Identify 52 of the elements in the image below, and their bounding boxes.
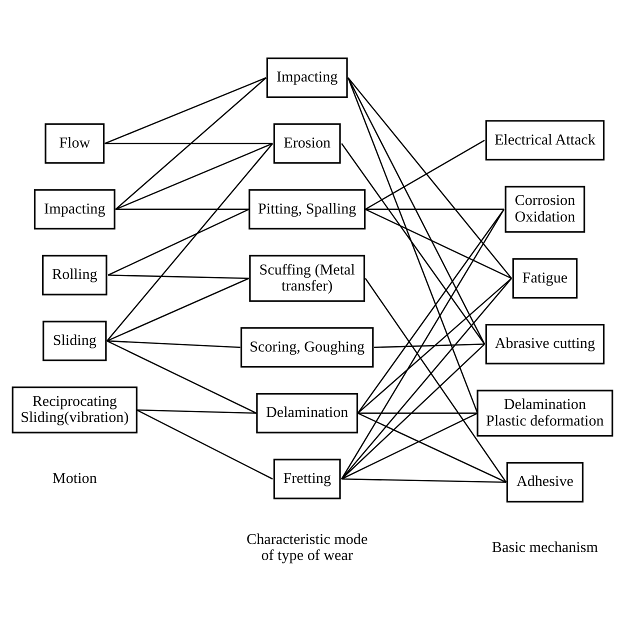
node-box: Electrical Attack bbox=[485, 120, 605, 160]
connector bbox=[374, 343, 485, 348]
connector bbox=[106, 340, 257, 414]
connector bbox=[341, 142, 486, 344]
node-box: Abrasive cutting bbox=[485, 323, 605, 364]
connector bbox=[365, 139, 485, 210]
connector bbox=[104, 76, 266, 144]
label: Basic mechanism bbox=[492, 540, 598, 556]
connector bbox=[341, 412, 478, 480]
label: Motion bbox=[52, 470, 97, 486]
connector bbox=[365, 208, 504, 210]
connector bbox=[357, 277, 512, 414]
connector bbox=[136, 408, 273, 480]
connector bbox=[108, 274, 249, 279]
node-box: Delamination bbox=[256, 392, 358, 433]
node-box: Impacting bbox=[266, 57, 348, 98]
connector bbox=[115, 76, 267, 210]
connector bbox=[358, 412, 506, 482]
connector bbox=[106, 142, 274, 341]
connector bbox=[108, 208, 250, 276]
connector bbox=[365, 208, 512, 278]
connector bbox=[341, 208, 505, 479]
node-box: Corrosion Oxidation bbox=[504, 185, 586, 232]
connector bbox=[358, 412, 478, 414]
connector bbox=[115, 142, 273, 210]
node-box: Impacting bbox=[34, 188, 116, 230]
node-box: Erosion bbox=[273, 122, 341, 164]
node-box: Reciprocating Sliding(vibration) bbox=[12, 386, 138, 433]
connector bbox=[116, 208, 249, 210]
node-box: Scuffing (Metal transfer) bbox=[249, 254, 366, 302]
connector bbox=[364, 278, 507, 482]
node-box: Fatigue bbox=[512, 258, 578, 298]
node-box: Adhesive bbox=[506, 462, 584, 502]
node-box: Sliding bbox=[42, 320, 107, 361]
connector bbox=[348, 77, 478, 413]
connector bbox=[136, 408, 256, 414]
connector bbox=[348, 76, 486, 344]
node-box: Scoring, Goughing bbox=[240, 326, 374, 368]
label: Characteristic mode of type of wear bbox=[246, 531, 368, 564]
node-box: Pitting, Spalling bbox=[248, 188, 366, 230]
node-box: Flow bbox=[44, 122, 105, 164]
connector bbox=[341, 343, 485, 479]
connector bbox=[106, 277, 250, 342]
connector bbox=[106, 340, 240, 348]
connector bbox=[341, 277, 512, 479]
connector bbox=[104, 142, 273, 144]
node-box: Rolling bbox=[42, 254, 108, 295]
connector bbox=[342, 478, 506, 482]
connector bbox=[357, 208, 504, 414]
node-box: Delamination Plastic deformation bbox=[476, 389, 614, 436]
connector bbox=[348, 76, 512, 278]
node-box: Fretting bbox=[273, 458, 341, 499]
